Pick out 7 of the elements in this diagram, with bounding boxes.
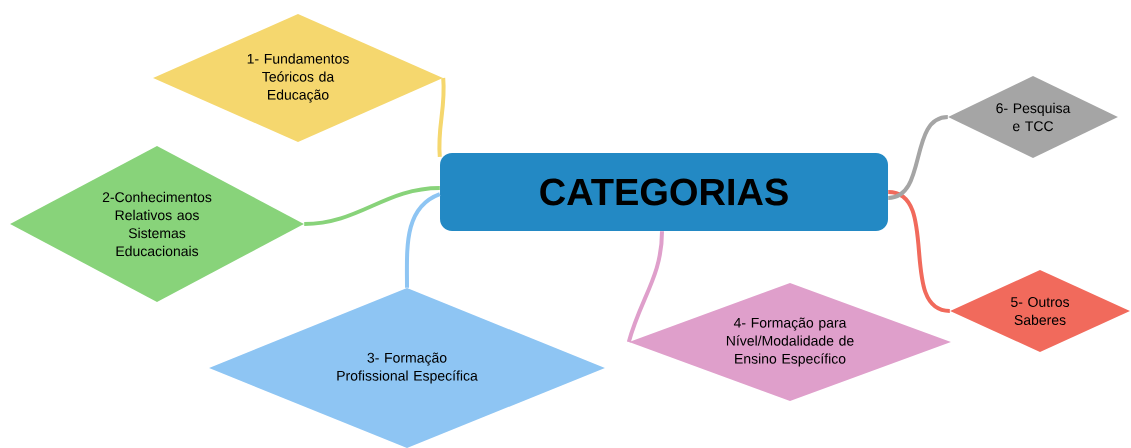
connector-line [437,77,446,157]
connector-line [887,190,951,313]
connector-line [404,192,441,288]
connector-line [887,115,949,200]
connector-line [304,186,440,226]
central-box: CATEGORIAS [440,153,888,231]
connector-line [626,231,664,343]
